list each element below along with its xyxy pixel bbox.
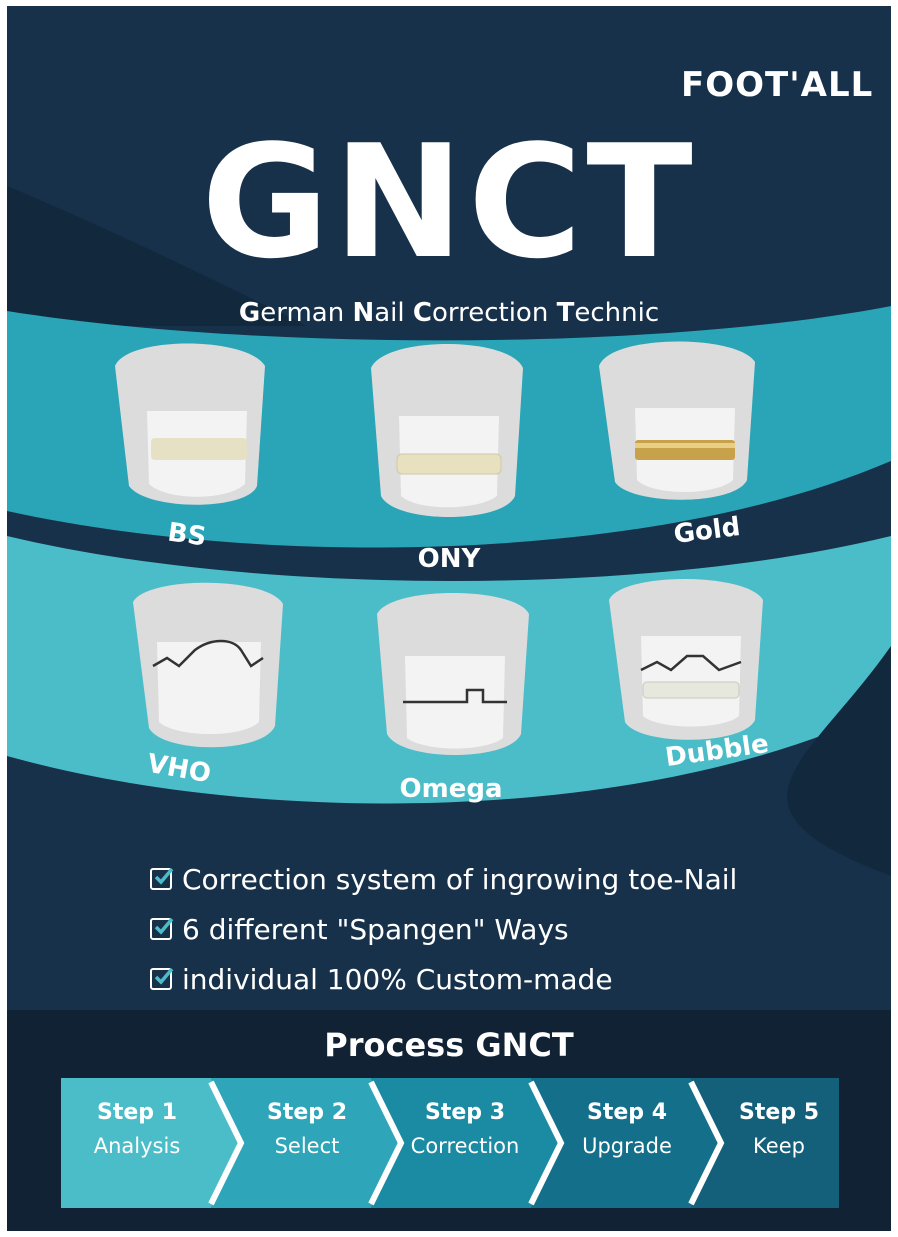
logo-text: FOOT'ALL xyxy=(681,65,874,105)
poster: FOOT'ALL GNCT German Nail Correction Tec… xyxy=(7,6,891,1231)
toe-vho xyxy=(133,582,283,748)
feature-item: 6 different "Spangen" Ways xyxy=(150,904,850,954)
step-1-shape xyxy=(61,1078,241,1208)
brace-ony xyxy=(396,453,502,475)
subtitle: German Nail Correction Technic xyxy=(7,298,891,328)
toe-omega xyxy=(377,593,529,755)
brand-logo: FOOT'ALL xyxy=(681,61,872,113)
background-graphics xyxy=(7,186,891,1231)
step-4-shape xyxy=(531,1078,721,1208)
steps-chevrons xyxy=(61,1078,839,1208)
checkbox-icon xyxy=(150,867,174,890)
subtitle-part: German xyxy=(238,298,353,328)
toe-ony xyxy=(371,344,523,517)
subtitle-part: Nail xyxy=(352,298,413,328)
brace-omega xyxy=(403,688,507,704)
toe-bs xyxy=(115,343,265,505)
step-3-shape xyxy=(371,1078,561,1208)
toe-dubble xyxy=(609,579,763,740)
subtitle-part: Technic xyxy=(556,298,660,328)
checkbox-icon xyxy=(150,967,174,990)
label-omega: Omega xyxy=(399,774,503,804)
subtitle-part: Correction xyxy=(412,298,557,328)
brace-dubble xyxy=(640,654,742,672)
feature-list: Correction system of ingrowing toe-Nail … xyxy=(150,854,850,1004)
feature-item: Correction system of ingrowing toe-Nail xyxy=(150,854,850,904)
page-title: GNCT xyxy=(201,111,697,293)
feature-item: individual 100% Custom-made xyxy=(150,954,850,1004)
step-2-shape xyxy=(211,1078,401,1208)
brace-vho xyxy=(152,639,264,668)
checkbox-icon xyxy=(150,917,174,940)
step-5-shape xyxy=(691,1078,839,1208)
toe-gold xyxy=(599,341,755,500)
brace-bs xyxy=(151,438,247,460)
process-title: Process GNCT xyxy=(324,1026,574,1064)
label-ony: ONY xyxy=(417,544,481,574)
